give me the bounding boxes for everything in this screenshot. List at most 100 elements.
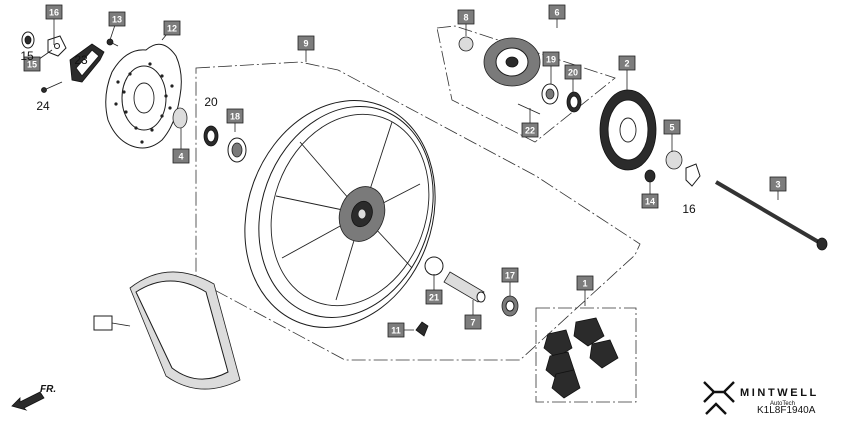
callout-5: 5	[663, 119, 681, 152]
callout-box	[108, 11, 126, 27]
callout-1: 1	[576, 275, 594, 306]
callout-box	[576, 275, 594, 291]
callout-11: 11	[387, 322, 414, 338]
clip-part-16b	[685, 163, 701, 187]
callout-box	[23, 56, 41, 72]
callout-number: 9	[303, 38, 308, 48]
valve-cap	[93, 315, 113, 331]
axle-part-3	[714, 180, 824, 246]
callout-number: 6	[554, 7, 559, 17]
o-ring-part-21	[424, 256, 444, 276]
callout-22: 22	[521, 108, 539, 138]
part-number-15: 15	[20, 49, 34, 63]
stud-bolt-part-22	[517, 103, 541, 115]
front-direction-indicator: FR.	[11, 384, 56, 411]
callout-3: 3	[769, 176, 787, 200]
small-parts-left	[21, 31, 119, 93]
right-parts	[644, 150, 828, 251]
callout-number: 3	[775, 179, 780, 189]
callout-number: 21	[429, 292, 439, 302]
callout-number: 16	[49, 7, 59, 17]
callout-box	[226, 108, 244, 124]
direction-arrow-icon	[11, 391, 45, 411]
sprocket-hub-part-6	[458, 36, 582, 115]
callout-2: 2	[618, 55, 636, 90]
callout-box	[297, 35, 315, 51]
callout-4: 4	[172, 128, 190, 164]
part-number-16: 16	[682, 202, 696, 216]
callout-box	[641, 193, 659, 209]
part-number-23: 23	[74, 53, 88, 67]
callout-7: 7	[464, 300, 482, 330]
bolt-part-24	[43, 81, 63, 91]
distance-collar-part-7	[443, 271, 485, 303]
callout-number: 19	[546, 54, 556, 64]
damper-rubbers-part-1	[543, 317, 619, 399]
callout-number: 15	[27, 59, 37, 69]
part-number-20: 20	[204, 95, 218, 109]
callout-number: 14	[645, 196, 655, 206]
callout-number: 4	[178, 151, 183, 161]
brand-name: MINTWELL	[740, 387, 819, 399]
axle-parts-center	[415, 256, 519, 337]
brand-block: MINTWELL AutoTech K1L8F1940A	[703, 381, 819, 416]
callout-box	[769, 176, 787, 192]
callout-20: 20	[564, 64, 582, 92]
callout-17: 17	[501, 267, 519, 296]
diagram-code: K1L8F1940A	[757, 405, 816, 416]
collar-part-8	[458, 36, 474, 52]
brake-disc-part-12	[105, 43, 182, 149]
collar-part-4	[172, 107, 188, 129]
callout-number: 17	[505, 270, 515, 280]
callout-number: 11	[391, 325, 401, 335]
callout-box	[501, 267, 519, 283]
brand-subtitle: AutoTech	[770, 401, 795, 407]
callout-box	[564, 64, 582, 80]
callout-12: 12	[161, 20, 181, 41]
callout-number: 5	[669, 122, 674, 132]
callout-15: 15	[23, 49, 53, 72]
brand-logo-icon	[703, 381, 735, 415]
callout-14: 14	[641, 180, 659, 209]
callout-21: 21	[425, 274, 443, 305]
callout-box	[45, 4, 63, 20]
callout-19: 19	[542, 51, 560, 84]
callout-box	[387, 322, 405, 338]
valve-part-11	[415, 321, 429, 337]
callout-box	[618, 55, 636, 71]
callout-box	[172, 148, 190, 164]
callout-box	[548, 4, 566, 20]
callout-box	[464, 314, 482, 330]
callout-number: 1	[582, 278, 587, 288]
sprocket-part-2	[599, 89, 657, 171]
callout-box	[457, 9, 475, 25]
callout-number: 18	[230, 111, 240, 121]
callout-9: 9	[297, 35, 315, 62]
callout-box	[425, 289, 443, 305]
callout-number: 7	[470, 317, 475, 327]
callout-number: 8	[463, 12, 468, 22]
callout-8: 8	[457, 9, 475, 36]
callout-box	[521, 122, 539, 138]
direction-label: FR.	[40, 384, 56, 395]
callout-13: 13	[108, 11, 126, 41]
callout-number: 22	[525, 125, 535, 135]
left-bearing-parts	[172, 107, 247, 163]
part-number-24: 24	[36, 99, 50, 113]
callout-box	[163, 20, 181, 36]
callout-number: 12	[167, 23, 177, 33]
tyre	[93, 271, 241, 390]
callout-number: 13	[112, 14, 122, 24]
callout-16: 16	[45, 4, 63, 45]
rear-wheel-part-9	[244, 100, 436, 328]
callout-6: 6	[548, 4, 566, 28]
callout-number: 2	[624, 58, 629, 68]
callout-box	[542, 51, 560, 67]
callout-box	[663, 119, 681, 135]
collar-part-5	[665, 150, 683, 170]
callout-18: 18	[226, 108, 244, 132]
callout-number: 20	[568, 67, 578, 77]
